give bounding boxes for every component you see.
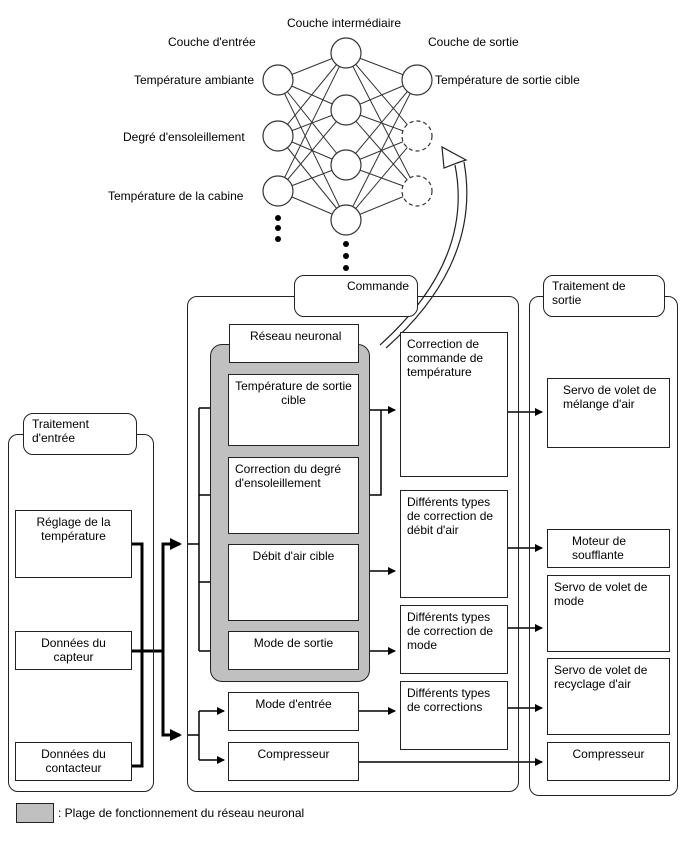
output-label-target-temp: Température de sortie cible	[435, 73, 580, 87]
correction-various: Différents types de corrections	[400, 681, 508, 750]
input-node	[262, 175, 294, 207]
output-compressor: Compresseur	[547, 742, 670, 781]
output-blower-motor: Moteur de soufflante	[547, 529, 670, 568]
input-bus	[131, 538, 182, 768]
input-label-sunlight: Degré d'ensoleillement	[123, 130, 245, 144]
network-edges	[277, 52, 418, 221]
correction-airflow: Différents types de correction de débit …	[400, 490, 508, 598]
block-sunlight-correction: Correction du degré d'ensoleillement	[228, 457, 359, 534]
output-processing-title: Traitement de sortie	[543, 275, 665, 317]
output-node-dashed	[401, 175, 433, 207]
input-node	[262, 120, 294, 152]
output-air-mix-servo: Servo de volet de mélange d'air	[547, 378, 670, 448]
curved-arrow-icon	[379, 145, 468, 349]
output-node-dashed	[401, 120, 433, 152]
legend-swatch	[16, 803, 54, 823]
input-processing-title: Traitement d'entrée	[23, 413, 137, 455]
output-layer-title: Couche de sortie	[428, 35, 519, 49]
block-target-airflow: Débit d'air cible	[228, 544, 359, 621]
ellipsis-dots	[275, 215, 349, 271]
hidden-node	[330, 94, 362, 126]
input-label-cabin: Température de la cabine	[108, 189, 244, 203]
input-processing-panel	[8, 434, 154, 792]
block-outlet-mode: Mode de sortie	[228, 631, 359, 670]
input-layer-title: Couche d'entrée	[168, 35, 256, 49]
input-label-ambient: Température ambiante	[134, 73, 255, 87]
block-inlet-mode: Mode d'entrée	[228, 692, 359, 731]
neural-network-label: Réseau neuronal	[229, 324, 359, 363]
input-box-temp-setting: Réglage de la température	[15, 510, 132, 578]
block-target-outlet-temp: Température de sortie cible	[228, 374, 359, 446]
input-box-sensor-data: Données du capteur	[15, 631, 132, 670]
output-node	[401, 64, 433, 96]
block-compressor: Compresseur	[228, 742, 359, 781]
hidden-node	[330, 204, 362, 236]
hidden-node	[330, 149, 362, 181]
control-title: Commande	[294, 275, 418, 317]
hidden-node	[330, 37, 362, 69]
input-box-switch-data: Données du contacteur	[15, 742, 132, 781]
hidden-layer-title: Couche intermédiaire	[287, 16, 402, 30]
output-mode-servo: Servo de volet de mode	[547, 575, 670, 652]
input-node	[262, 64, 294, 96]
correction-temp-control: Correction de commande de température	[400, 332, 508, 477]
correction-mode: Différents types de correction de mode	[400, 605, 508, 674]
legend-text: : Plage de fonctionnement du réseau neur…	[58, 806, 305, 820]
output-recirc-servo: Servo de volet de recyclage d'air	[547, 658, 670, 735]
